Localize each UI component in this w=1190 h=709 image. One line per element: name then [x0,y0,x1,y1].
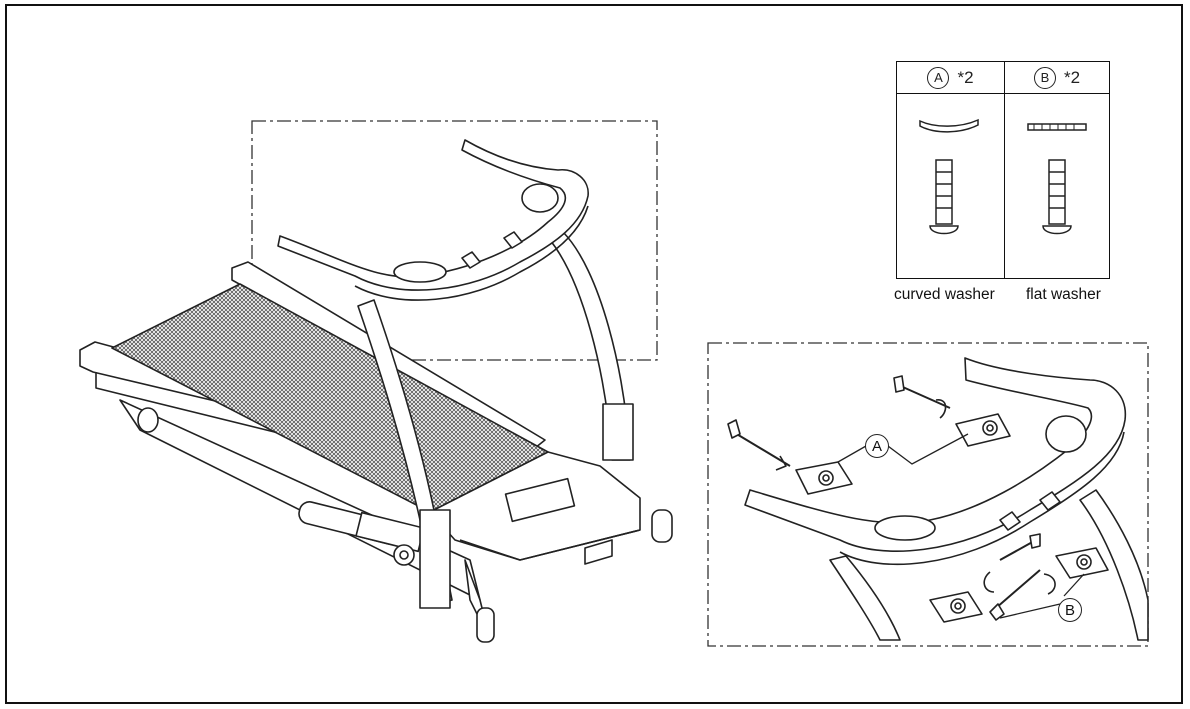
parts-column-b: B *2 [1005,62,1109,278]
curved-washer-caption: curved washer [894,286,995,303]
part-qty-a: *2 [957,67,974,87]
callout-a: A [865,434,889,458]
flat-washer-caption: flat washer [1026,286,1101,303]
flat-washer-bolt-drawing [1027,123,1087,235]
callout-leader-lines [837,433,1085,619]
parts-table: A *2 B *2 [896,61,1110,279]
part-qty-b: *2 [1063,67,1081,87]
curved-washer-bolt-drawing [919,118,979,235]
callout-b: B [1058,598,1082,622]
detail-handlebar-illustration [727,357,1149,641]
parts-column-a: A *2 [897,62,1005,278]
part-letter-a: A [927,66,950,89]
detail-inset-outline [707,342,1149,647]
part-letter-b: B [1033,66,1056,89]
parts-column-b-header: B *2 [1005,62,1109,94]
figure-frame [5,4,1183,704]
console-region-outline [251,120,658,361]
treadmill-illustration [79,139,673,643]
parts-column-a-header: A *2 [897,62,1004,94]
